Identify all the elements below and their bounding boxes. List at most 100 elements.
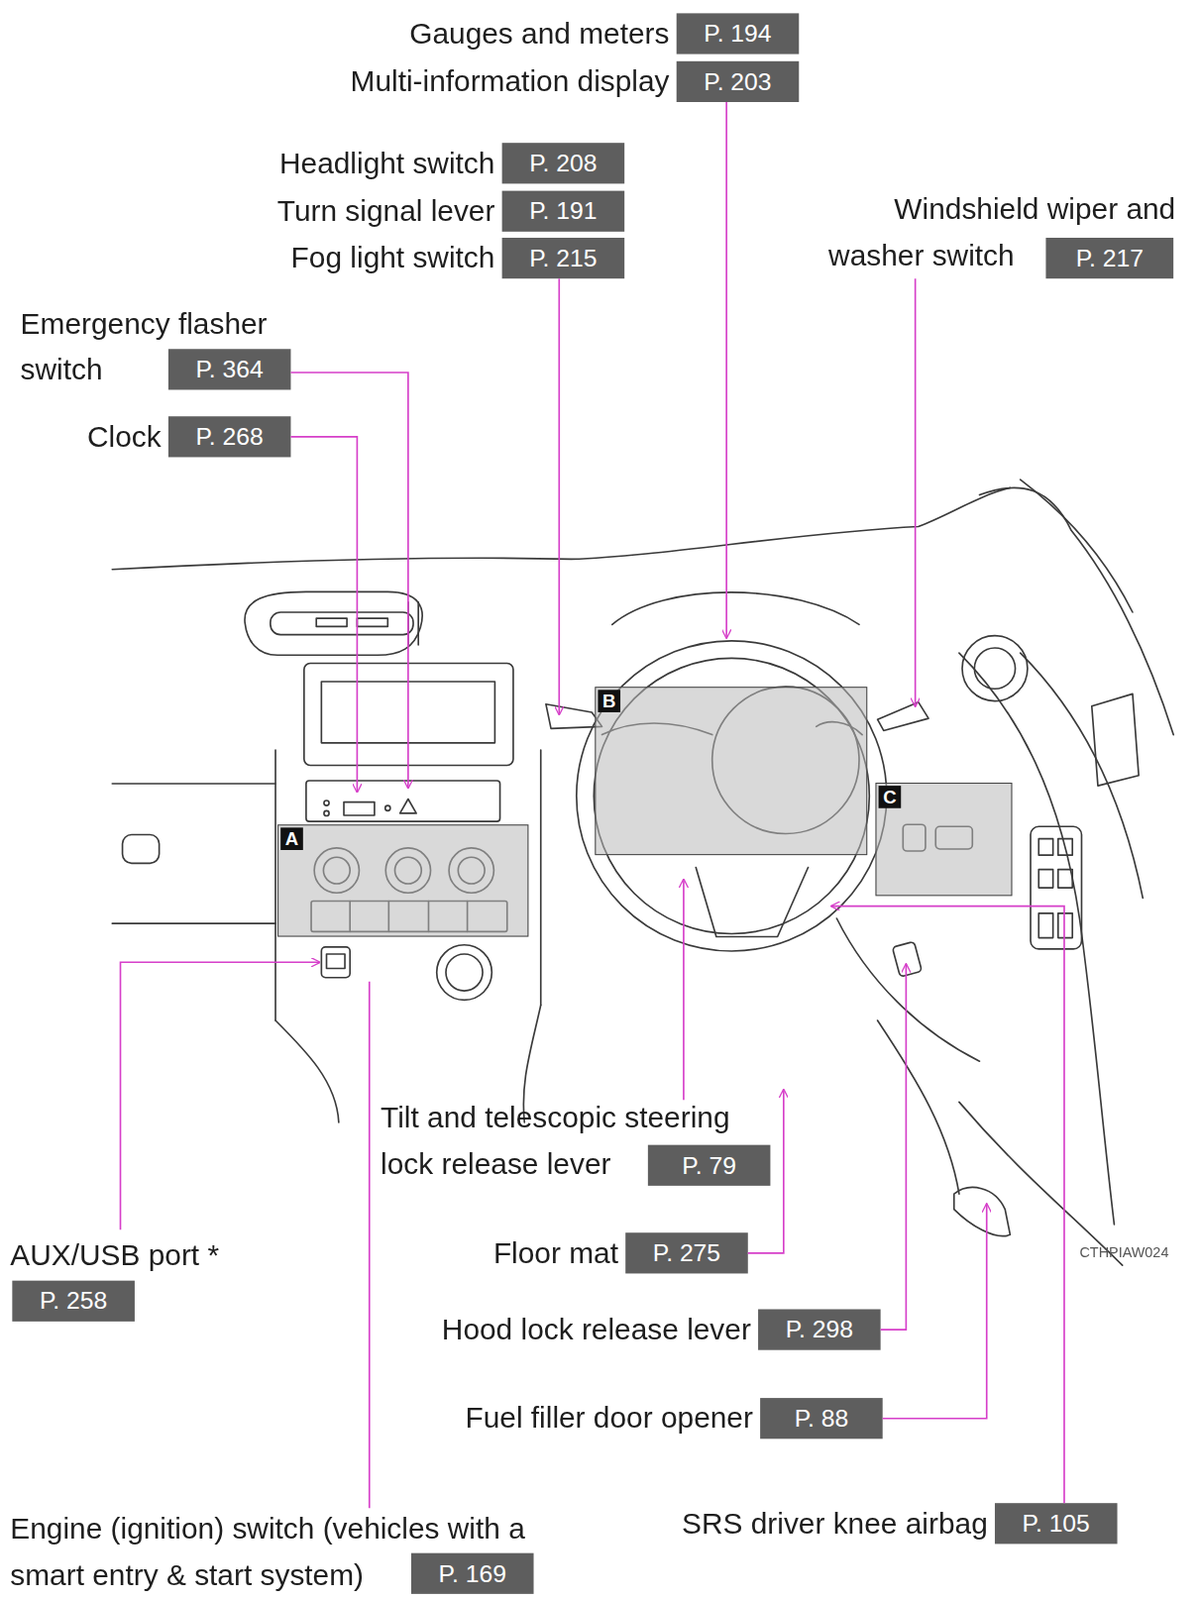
usb-port bbox=[321, 947, 350, 979]
page-reference-box: Hood lock release leverP. 298 bbox=[758, 1309, 881, 1350]
floor-line bbox=[877, 1020, 960, 1195]
part-name: Headlight switch bbox=[279, 140, 495, 187]
part-name: Clock bbox=[87, 414, 162, 460]
start-button-inner bbox=[445, 954, 483, 991]
page-reference-box: Tilt and telescopic steering lock releas… bbox=[648, 1145, 771, 1187]
usb-port-inner bbox=[327, 954, 346, 969]
wiper-lever bbox=[877, 702, 929, 732]
page-reference: P. 217 bbox=[1045, 237, 1174, 279]
panel-button bbox=[324, 800, 329, 806]
page-reference-box: AUX/USB port *P. 258 bbox=[11, 1281, 135, 1322]
page-reference-box: Floor matP. 275 bbox=[625, 1232, 749, 1274]
part-name: Multi-information display bbox=[350, 58, 670, 105]
part-name: Engine (ignition) switch (vehicles with … bbox=[9, 1506, 587, 1599]
a-pillar bbox=[1020, 479, 1133, 613]
page-reference: P. 88 bbox=[760, 1398, 883, 1439]
page-reference-box: SRS driver knee airbagP. 105 bbox=[994, 1503, 1118, 1544]
page-reference: P. 105 bbox=[994, 1503, 1118, 1544]
part-name: Fuel filler door opener bbox=[464, 1396, 753, 1442]
page-reference: P. 191 bbox=[502, 191, 626, 232]
detail-region: C bbox=[874, 782, 1012, 896]
fuel-door-opener bbox=[954, 1188, 1011, 1237]
panel-button bbox=[324, 810, 329, 816]
part-name: AUX/USB port * bbox=[9, 1232, 317, 1279]
page-reference-box: Emergency flasher switchP. 364 bbox=[168, 348, 292, 390]
leader-line bbox=[368, 982, 371, 1509]
part-name: Turn signal lever bbox=[277, 188, 496, 234]
part-name: Gauges and meters bbox=[409, 10, 669, 57]
hood-release-lever bbox=[891, 941, 922, 978]
part-name: Fog light switch bbox=[291, 234, 496, 281]
steering-wheel-rim-inner bbox=[593, 657, 870, 934]
window-switch bbox=[1058, 913, 1073, 939]
page-reference: P. 169 bbox=[411, 1553, 535, 1595]
window-switch bbox=[1038, 870, 1053, 889]
page-reference-box: Turn signal leverP. 191 bbox=[502, 191, 626, 232]
page-reference: P. 364 bbox=[168, 348, 292, 390]
page-reference: P. 275 bbox=[625, 1232, 749, 1274]
leader-line bbox=[914, 278, 917, 707]
audio-screen bbox=[304, 663, 514, 766]
page-reference: P. 79 bbox=[648, 1145, 771, 1187]
part-name: Tilt and telescopic steering lock releas… bbox=[380, 1094, 789, 1188]
vent-slot bbox=[270, 612, 414, 636]
leader-line bbox=[748, 1090, 784, 1254]
part-name: Emergency flasher switch bbox=[20, 301, 307, 394]
leader-line bbox=[725, 102, 728, 639]
hazard-triangle bbox=[400, 798, 417, 813]
page-reference-box: Gauges and metersP. 194 bbox=[676, 12, 800, 54]
window-switch-panel bbox=[1030, 826, 1082, 950]
leader-group bbox=[120, 102, 1065, 1509]
page-reference: P. 208 bbox=[502, 142, 626, 184]
window-switch bbox=[1058, 839, 1073, 856]
leader-line bbox=[290, 436, 357, 792]
start-button bbox=[436, 945, 493, 1001]
window-switch bbox=[1058, 870, 1073, 889]
door-handle bbox=[1091, 693, 1139, 786]
turn-signal-lever bbox=[545, 704, 603, 730]
clock-display bbox=[343, 802, 375, 816]
leader-line bbox=[290, 372, 408, 788]
panel-button bbox=[385, 805, 391, 811]
window-switch bbox=[1038, 913, 1053, 939]
leader-line bbox=[831, 906, 1065, 1505]
center-stack bbox=[275, 750, 542, 1021]
steering-wheel-rim bbox=[576, 641, 887, 952]
clock-panel bbox=[306, 780, 501, 822]
page-reference: P. 268 bbox=[168, 416, 292, 457]
region-letter: C bbox=[878, 785, 902, 809]
vent-tab bbox=[316, 618, 347, 627]
part-name: Floor mat bbox=[493, 1230, 619, 1277]
page-reference-box: Windshield wiper and washer switchP. 217 bbox=[1045, 237, 1174, 279]
audio-screen-inner bbox=[321, 681, 495, 744]
leader-line bbox=[120, 962, 321, 1230]
page-reference-box: ClockP. 268 bbox=[168, 416, 292, 457]
region-letter: A bbox=[280, 827, 304, 851]
page-reference: P. 298 bbox=[758, 1309, 881, 1350]
glovebox-line bbox=[111, 922, 276, 925]
page-reference-box: Engine (ignition) switch (vehicles with … bbox=[411, 1553, 535, 1595]
leader-line bbox=[682, 879, 685, 1100]
part-name: Windshield wiper and washer switch bbox=[828, 186, 1176, 279]
detail-region: B bbox=[594, 686, 868, 856]
gauge-hood bbox=[612, 592, 860, 625]
wheel-spoke bbox=[695, 868, 808, 938]
knee-panel bbox=[836, 918, 980, 1062]
part-name: SRS driver knee airbag bbox=[681, 1501, 988, 1547]
page-reference-box: Fog light switchP. 215 bbox=[502, 237, 626, 279]
glovebox-line bbox=[111, 782, 276, 785]
side-vent bbox=[974, 648, 1015, 689]
vent-divider bbox=[408, 602, 419, 646]
figure-code: CTHPIAW024 bbox=[1079, 1244, 1169, 1261]
dash-top bbox=[111, 487, 1010, 569]
page-reference: P. 215 bbox=[502, 237, 626, 279]
dashboard-outline bbox=[111, 479, 1174, 1266]
page-reference: P. 203 bbox=[676, 61, 800, 103]
page-reference: P. 194 bbox=[676, 12, 800, 54]
floor-line bbox=[959, 1101, 1123, 1266]
vent-tab bbox=[356, 618, 388, 627]
page-reference-box: Multi-information displayP. 203 bbox=[676, 61, 800, 103]
region-letter: B bbox=[597, 689, 621, 713]
